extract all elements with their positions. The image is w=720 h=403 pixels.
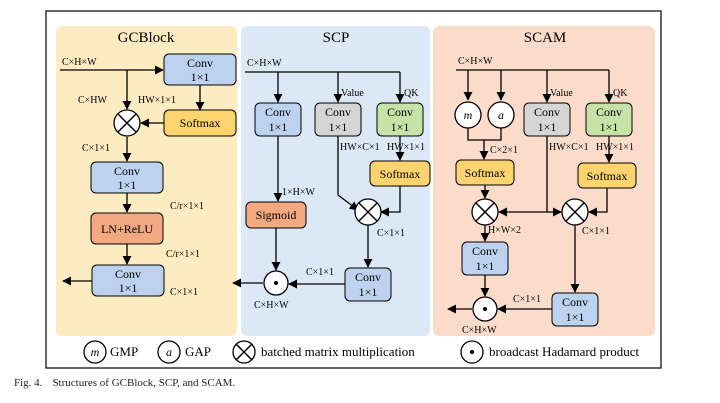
scp-sigmoid-label: Sigmoid [256,208,297,222]
gcblock-c11-shape: C×1×1 [82,143,110,154]
legend-gap-symbol: a [166,345,172,359]
scp-conv-bottom-label: Conv [355,270,381,284]
gcblock-cr11-shape-a: C/r×1×1 [170,201,204,212]
scam-conv-right-bottom-label: Conv [562,295,588,309]
scp-c11-shape-a: C×1×1 [377,228,405,239]
scp-c11-shape-b: C×1×1 [306,267,334,278]
gcblock-hw11-shape: HW×1×1 [138,95,176,106]
scam-conv-qk-label: Conv [596,105,622,119]
gcblock-conv-middle [90,161,164,194]
scam-c21-shape: C×2×1 [490,145,518,156]
scam-gmp-symbol: m [464,108,473,122]
figure-diagram: GCBlock SCP SCAM Conv 1×1 Softmax Conv 1… [45,10,662,369]
scam-c11-shape-a: C×1×1 [582,226,610,237]
legend-gap-label: GAP [185,344,211,359]
scam-diagram: m a Conv 1×1 Conv 1×1 Softmax Softmax [447,56,637,336]
gcblock-conv-top [163,53,237,86]
gcblock-cr11-shape-b: C/r×1×1 [166,249,200,260]
scam-softmax-right-label: Softmax [587,169,628,183]
gcblock-softmax [163,109,237,137]
scp-output-shape: C×H×W [254,300,289,311]
legend-gmp-symbol: m [91,345,100,359]
scp-conv-value-kernel: 1×1 [329,120,348,134]
scp-softmax-label: Softmax [380,167,421,181]
scam-conv-value-label: Conv [534,105,560,119]
scp-conv-value-label: Conv [325,105,351,119]
scam-hw11-shape: HW×1×1 [596,142,634,153]
gcblock-conv-bottom-label: Conv [115,267,141,281]
gcblock-conv-top-label: Conv [187,56,213,70]
legend-gmp-icon [83,340,107,364]
scam-c11-shape-b: C×1×1 [513,294,541,305]
gcblock-c11-out-shape: C×1×1 [170,287,198,298]
scp-1hw-shape: 1×H×W [282,187,316,198]
scp-input-shape: C×H×W [247,58,282,69]
scp-hwc11-shape: HW×C×1 [340,142,380,153]
scam-hw2-shape: H×W×2 [488,225,521,236]
gcblock-chw-shape: C×HW [78,95,108,106]
legend-gmp-label: GMP [110,344,138,359]
gcblock-conv-middle-kernel: 1×1 [118,178,137,192]
gcblock-conv-top-kernel: 1×1 [191,70,210,84]
scam-gap-symbol: a [498,108,504,122]
scp-conv-left-label: Conv [265,105,291,119]
panel-title-scam: SCAM [524,30,567,46]
scam-output-shape: C×H×W [462,325,497,336]
scam-conv-left-bottom-label: Conv [472,244,498,258]
gcblock-diagram: Conv 1×1 Softmax Conv 1×1 LN+ReLU Conv 1… [60,53,237,298]
figure-caption-label: Fig. 4. [14,377,43,389]
panel-title-gcblock: GCBlock [118,30,175,46]
gcblock-ln-relu [90,212,164,245]
scam-conv-value-kernel: 1×1 [538,120,557,134]
legend-gap-icon [157,340,181,364]
scp-conv-qk-label: Conv [387,105,413,119]
scam-conv-qk-kernel: 1×1 [600,120,619,134]
scp-hw11-shape: HW×1×1 [387,142,425,153]
scp-diagram: Conv 1×1 Conv 1×1 Conv 1×1 Softmax Conv … [232,58,431,311]
scam-input-shape: C×H×W [458,56,493,67]
legend-hadamard-label: broadcast Hadamard product [489,344,640,359]
scam-conv-right-bottom-kernel: 1×1 [566,310,585,324]
legend-bmm-label: batched matrix multiplication [261,344,415,359]
scam-qk-label: QK [613,88,628,99]
gcblock-conv-bottom [91,264,165,297]
panel-title-scp: SCP [323,30,350,46]
gcblock-softmax-label: Softmax [180,116,221,130]
scp-conv-bottom-kernel: 1×1 [359,285,378,299]
figure-caption-text: Structures of GCBlock, SCP, and SCAM. [52,377,236,389]
scp-conv-qk-kernel: 1×1 [391,120,410,134]
scam-conv-left-bottom-kernel: 1×1 [476,259,495,273]
scp-value-label: Value [341,88,364,99]
figure-caption: Fig. 4. Structures of GCBlock, SCP, and S… [14,377,235,389]
scam-softmax-left-label: Softmax [465,166,506,180]
gcblock-input-shape: C×H×W [62,57,97,68]
gcblock-conv-bottom-kernel: 1×1 [119,281,138,295]
scam-value-label: Value [550,88,573,99]
gcblock-ln-relu-label: LN+ReLU [101,222,153,236]
scam-hwc1-shape: HW×C×1 [549,142,589,153]
legend: m GMP a GAP batched matrix multiplicatio… [83,340,640,364]
scp-qk-label: QK [404,88,419,99]
gcblock-conv-middle-label: Conv [114,164,140,178]
scp-conv-left-kernel: 1×1 [269,120,288,134]
